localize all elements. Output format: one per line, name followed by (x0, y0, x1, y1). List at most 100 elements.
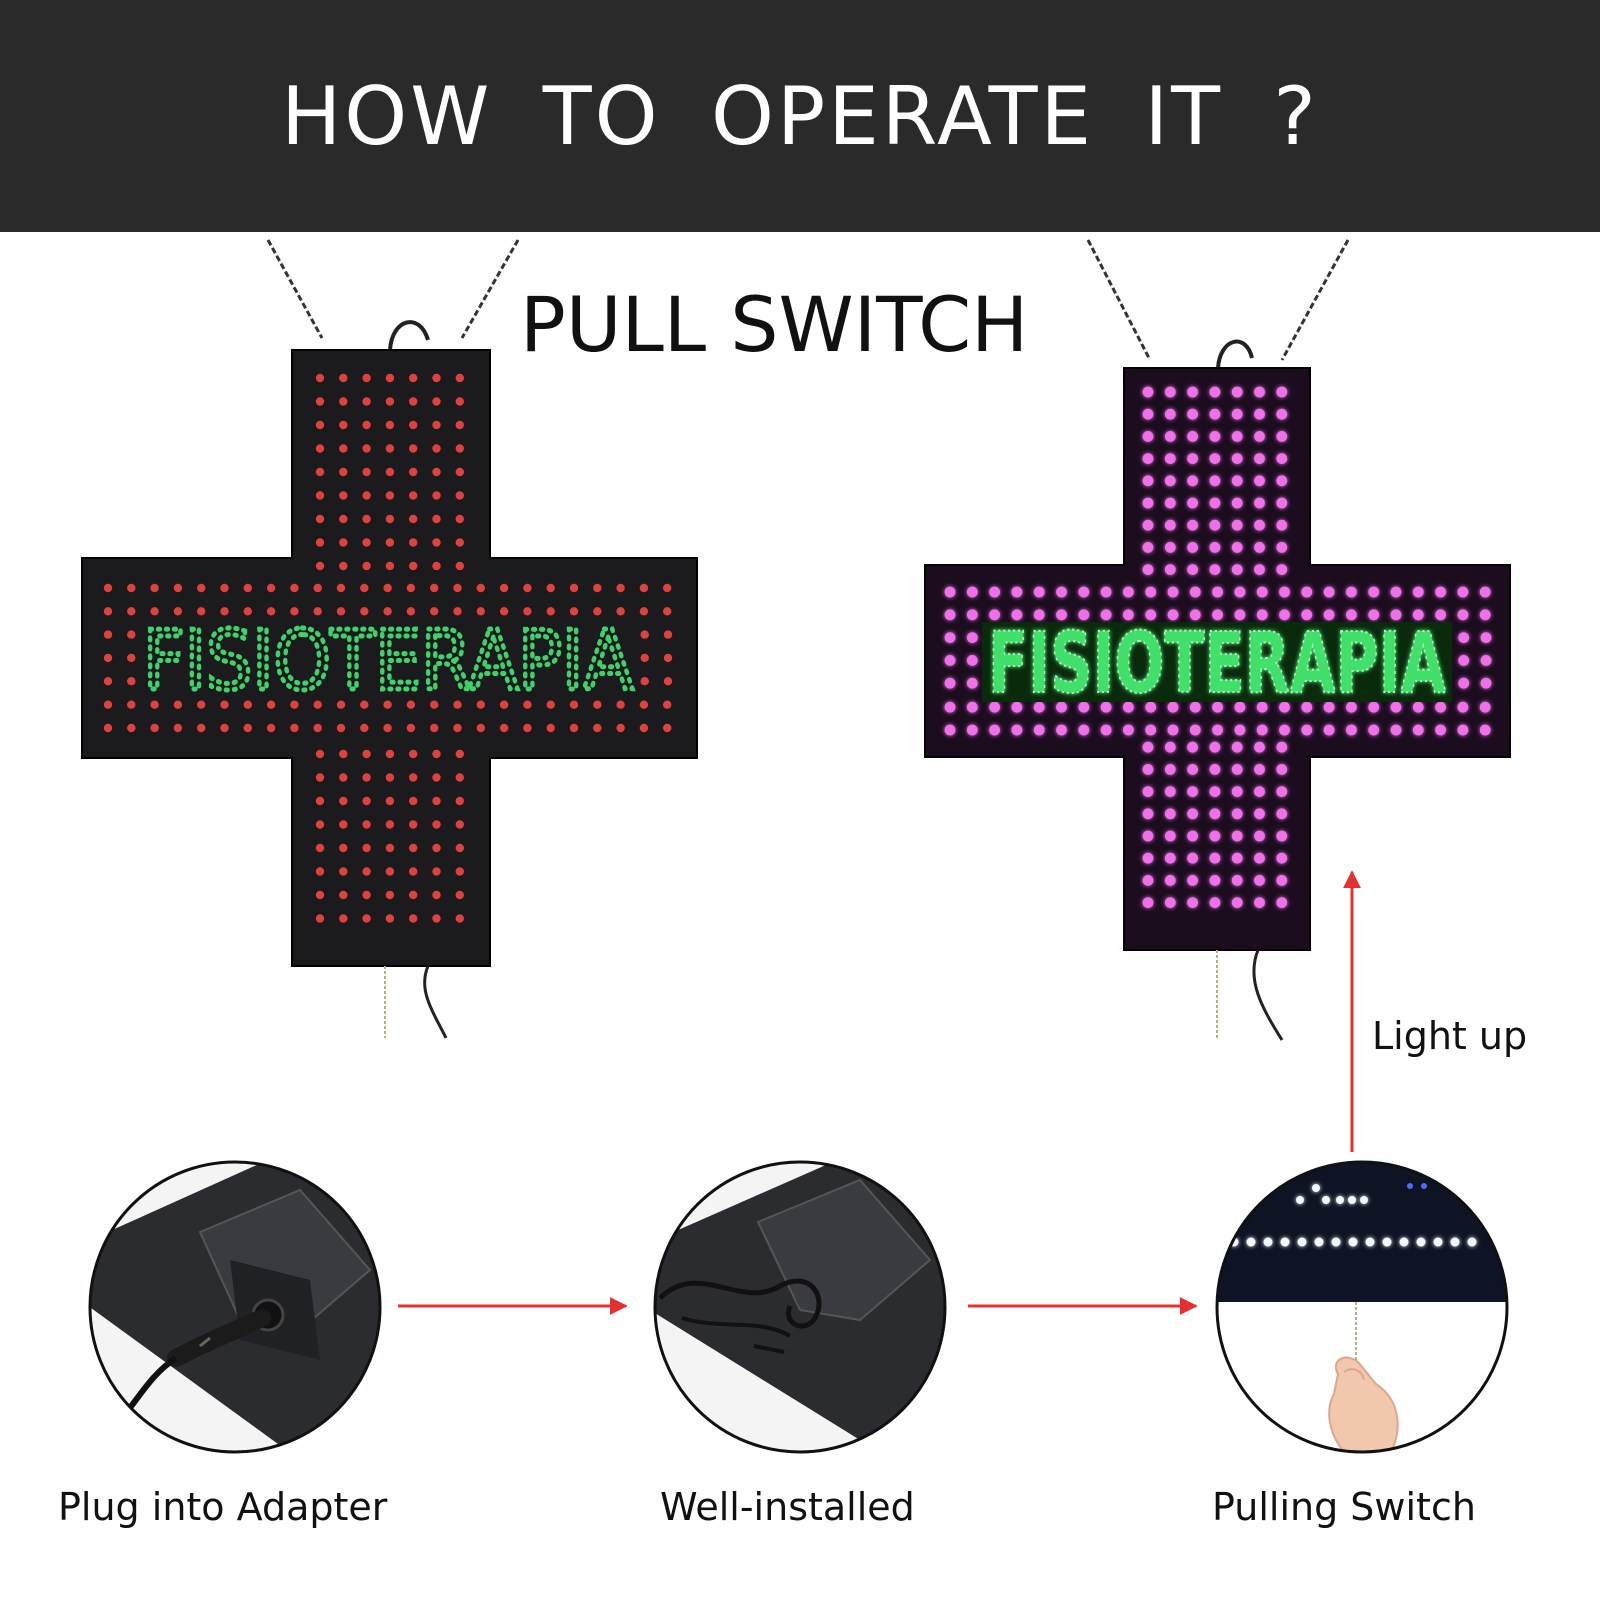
led-dot (1256, 586, 1268, 598)
led-dot (1399, 1237, 1409, 1247)
led-dot (1280, 1237, 1290, 1247)
led-dot (1234, 701, 1246, 713)
led-dot (1276, 519, 1288, 531)
led-dot (1167, 609, 1179, 621)
led-dot (663, 653, 673, 663)
led-dot (197, 607, 206, 616)
led-dot (455, 890, 464, 900)
led-dot (1346, 724, 1357, 736)
led-dot (315, 397, 325, 406)
led-dot (1187, 564, 1198, 575)
led-dot (432, 514, 441, 524)
led-dot (1189, 586, 1201, 598)
led-dot (1276, 808, 1288, 820)
led-dot (315, 796, 325, 806)
led-dot (1368, 586, 1380, 598)
led-dot (385, 444, 395, 453)
led-dot (1231, 564, 1243, 575)
led-dot (1209, 741, 1221, 753)
step-label-pulling: Pulling Switch (1212, 1485, 1476, 1529)
led-dot (1254, 852, 1265, 864)
led-dot (362, 914, 371, 923)
power-cord-bottom-left (423, 965, 448, 1039)
led-dot (362, 773, 371, 782)
led-dot (593, 607, 602, 616)
led-dot (127, 653, 136, 663)
led-dot (385, 820, 395, 829)
led-dot (339, 491, 348, 500)
led-dot (1231, 786, 1243, 797)
led-dot (339, 420, 348, 430)
led-dot (1231, 764, 1243, 775)
led-dot (360, 723, 369, 733)
led-dot (1231, 431, 1243, 442)
led-dot (639, 723, 649, 733)
led-dot (1458, 632, 1470, 643)
led-dot (1231, 808, 1243, 820)
led-dot (1390, 586, 1402, 598)
led-dot (409, 890, 418, 900)
led-dot (1187, 475, 1198, 487)
led-dot (1276, 852, 1288, 864)
led-dot (173, 583, 183, 593)
led-dot (1209, 875, 1221, 886)
led-dot (1212, 701, 1223, 713)
led-dot (523, 607, 532, 616)
led-dot (546, 583, 555, 593)
led-dot (1231, 475, 1243, 487)
led-dot (406, 607, 416, 616)
led-dot (409, 561, 418, 571)
led-dot (1100, 724, 1112, 736)
led-dot (430, 723, 439, 733)
led-dot (1254, 497, 1265, 509)
led-dot (385, 890, 395, 900)
led-dot (1123, 701, 1134, 713)
led-dot (339, 397, 348, 406)
led-dot (1187, 764, 1198, 775)
led-dot (1100, 586, 1112, 598)
led-dot (1296, 1196, 1304, 1204)
led-dot (127, 583, 136, 593)
led-dot (1187, 519, 1198, 531)
led-dot (266, 723, 276, 733)
led-dot (339, 373, 348, 383)
led-dot (1078, 724, 1090, 736)
led-dot (385, 420, 395, 430)
led-dot (1276, 386, 1288, 398)
led-dot (315, 890, 325, 900)
led-dot (1142, 542, 1154, 553)
led-dot (103, 630, 113, 639)
power-cord-bottom-right (1252, 949, 1284, 1041)
led-dot (1231, 542, 1243, 553)
led-dot (339, 914, 348, 923)
led-dot (1164, 408, 1176, 420)
led-dot (1164, 497, 1176, 509)
led-dot (362, 796, 371, 806)
led-dot (173, 700, 183, 709)
led-dot (1231, 741, 1243, 753)
led-dot (290, 607, 299, 616)
led-dot (1209, 764, 1221, 775)
led-dot (1323, 586, 1335, 598)
led-dot (1164, 875, 1176, 886)
led-dot (1164, 386, 1176, 398)
led-dot (1480, 677, 1492, 689)
led-dot (476, 607, 485, 616)
led-dot (989, 586, 1000, 598)
led-dot (127, 677, 136, 686)
led-dot (1231, 875, 1243, 886)
led-dot (1142, 475, 1154, 487)
led-dot (409, 914, 418, 923)
led-dot (1254, 830, 1265, 842)
led-dot (663, 630, 673, 639)
led-dot (663, 723, 672, 733)
led-dot (1457, 724, 1469, 736)
led-dot (1056, 586, 1067, 598)
led-dot (432, 420, 441, 430)
led-dot (1164, 542, 1176, 553)
hanging-chain-right-b (1280, 239, 1350, 361)
led-dot (1142, 875, 1154, 886)
led-dot (360, 583, 369, 593)
sign-off-body (81, 349, 698, 967)
